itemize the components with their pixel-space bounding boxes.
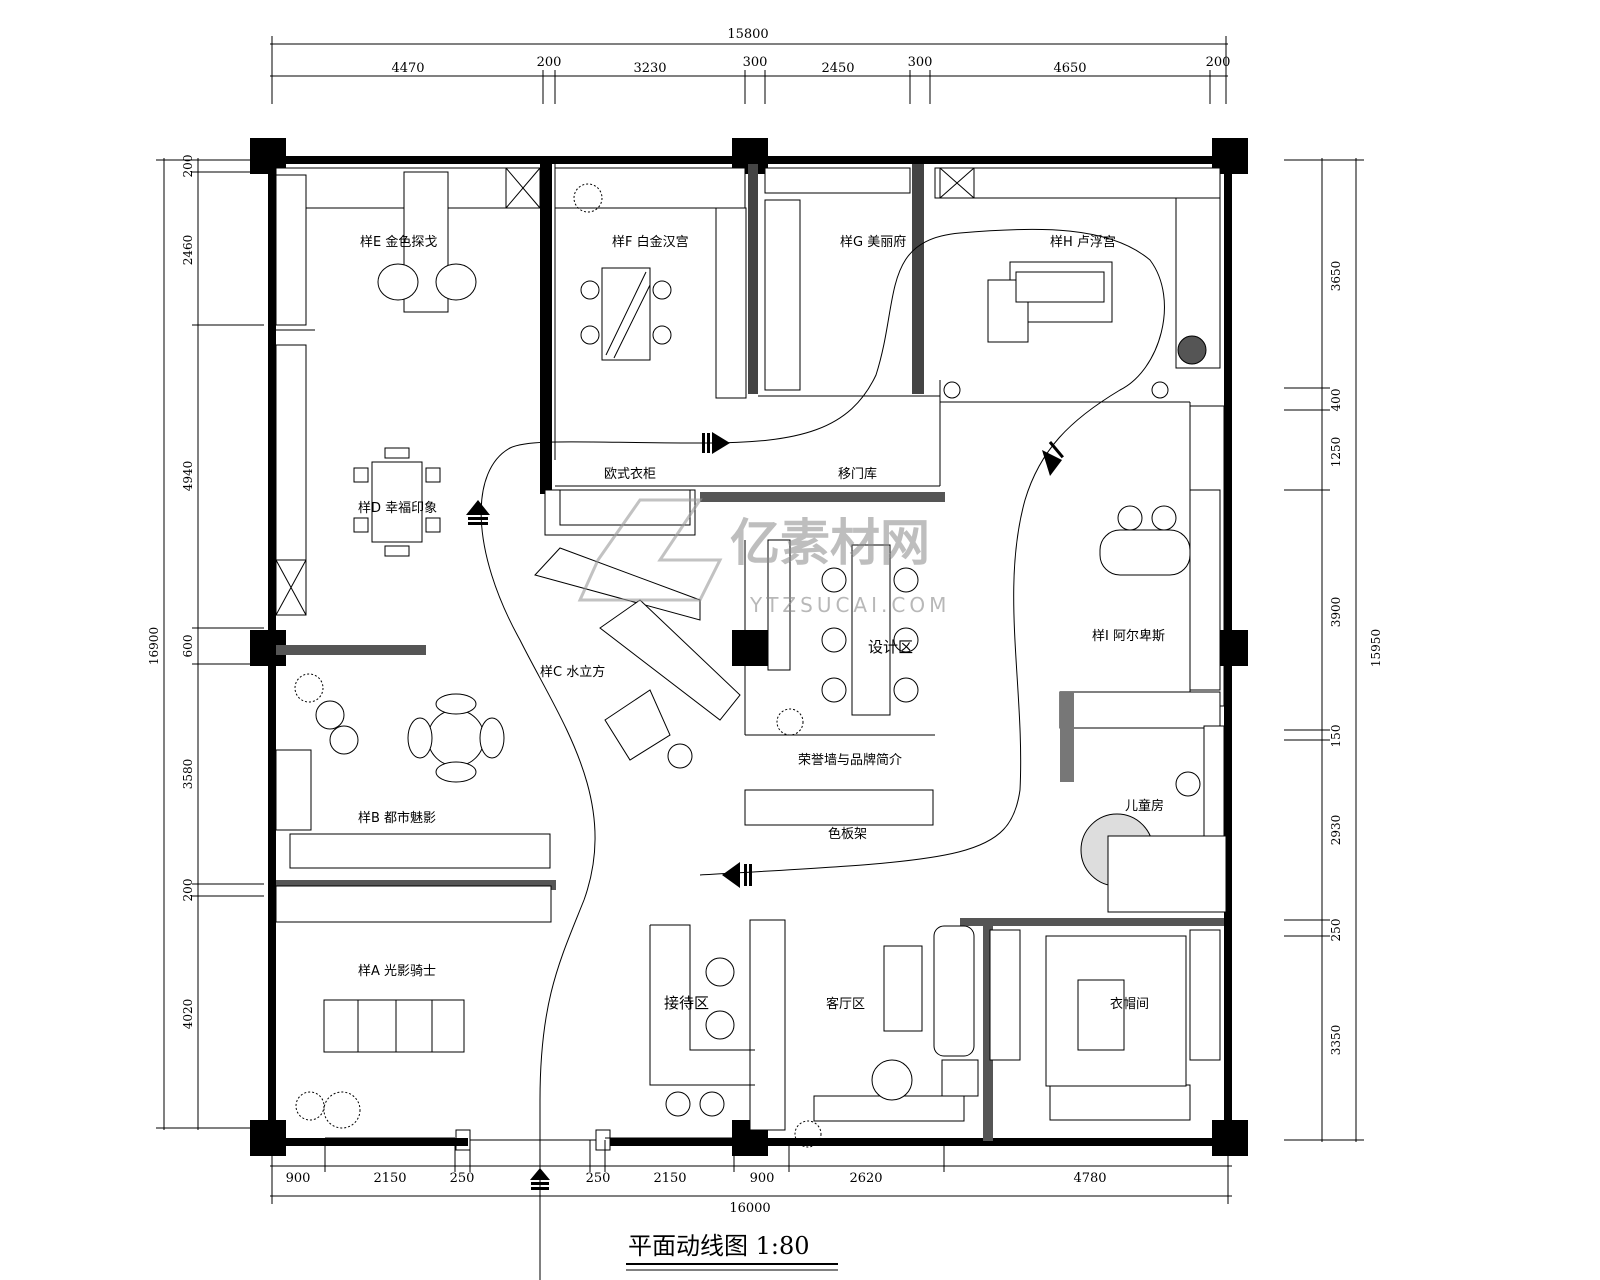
bottom-dim-5: 2150	[653, 1171, 686, 1186]
top-dim-4: 300	[743, 55, 768, 70]
watermark-sub: YTZSUCAI.COM	[749, 593, 950, 617]
room-label-e: 样E 金色探戈	[360, 234, 437, 250]
right-dim-3: 1250	[1329, 437, 1343, 468]
bottom-dimension-chain: 900 2150 250 250 2150 900 2620 4780 1600…	[270, 1140, 1232, 1216]
right-dim-5: 150	[1329, 725, 1343, 748]
left-dim-7: 4020	[181, 999, 195, 1030]
top-dim-8: 200	[1206, 55, 1231, 70]
watermark-main: 亿素材网	[730, 514, 930, 572]
room-label-h: 样H 卢浮宫	[1050, 234, 1116, 250]
bottom-total-dim: 16000	[729, 1201, 770, 1216]
room-label-lounge: 客厅区	[826, 996, 865, 1012]
room-label-d: 样D 幸福印象	[358, 501, 437, 516]
top-total-dim: 15800	[727, 27, 768, 42]
left-dim-5: 3580	[181, 759, 195, 790]
left-total-dim: 16900	[147, 627, 161, 665]
bottom-dim-7: 2620	[849, 1171, 882, 1186]
circulation-path	[466, 228, 1165, 1280]
top-dim-3: 3230	[633, 61, 666, 76]
flow-arrow	[1042, 441, 1064, 476]
left-dim-3: 4940	[181, 461, 195, 492]
flow-arrow	[722, 862, 752, 888]
room-label-reception: 接待区	[664, 994, 709, 1012]
left-dim-4: 600	[181, 635, 195, 658]
room-label-color-rack: 色板架	[828, 826, 867, 842]
room-label-i: 样I 阿尔卑斯	[1092, 628, 1165, 644]
top-dim-5: 2450	[821, 61, 854, 76]
room-label-b: 样B 都市魅影	[358, 810, 436, 826]
right-dim-7: 250	[1329, 919, 1343, 942]
cabinets	[275, 167, 1225, 1122]
top-dim-7: 4650	[1053, 61, 1086, 76]
room-label-cloak: 衣帽间	[1110, 996, 1149, 1012]
room-label-honor: 荣誉墙与品牌简介	[798, 752, 902, 768]
flow-arrow	[702, 432, 730, 454]
right-dim-2: 400	[1329, 389, 1343, 412]
room-label-wardrobe: 欧式衣柜	[604, 466, 656, 482]
furniture	[294, 171, 1227, 1148]
flow-arrow	[466, 500, 490, 525]
top-dim-2: 200	[537, 55, 562, 70]
top-dim-1: 4470	[391, 61, 424, 76]
right-total-dim: 15950	[1369, 629, 1383, 667]
right-dim-8: 3350	[1329, 1025, 1343, 1056]
outer-walls	[250, 138, 1248, 1156]
column	[1212, 1120, 1248, 1156]
room-label-g-top: 样G 美丽府	[840, 235, 906, 250]
room-label-kids: 儿童房	[1125, 798, 1164, 814]
right-dim-4: 3900	[1329, 597, 1343, 628]
left-dim-6: 200	[181, 879, 195, 902]
column	[732, 630, 768, 666]
drawing-title-text: 平面动线图 1:80	[628, 1232, 810, 1260]
right-dim-1: 3650	[1329, 261, 1343, 292]
room-labels: 样E 金色探戈 样F 白金汉宫 样G 美丽府 样H 卢浮宫 样D 幸福印象 欧式…	[358, 234, 1165, 1012]
drawing-title: 平面动线图 1:80	[626, 1232, 838, 1271]
bottom-dim-6: 900	[750, 1171, 775, 1186]
bottom-dim-4: 250	[586, 1171, 611, 1186]
flow-arrow	[530, 1168, 550, 1190]
room-label-a: 样A 光影骑士	[358, 964, 436, 979]
right-dimension-chain: 3650 400 1250 3900 150 2930 250 3350 159…	[1284, 158, 1383, 1142]
left-dim-2: 2460	[181, 235, 195, 266]
right-dim-6: 2930	[1329, 815, 1343, 846]
left-dim-1: 200	[181, 155, 195, 178]
room-label-f: 样F 白金汉宫	[612, 234, 689, 250]
bottom-dim-1: 900	[286, 1171, 311, 1186]
watermark: 亿素材网 YTZSUCAI.COM	[577, 498, 950, 617]
left-dimension-chain: 200 2460 4940 600 3580 200 4020 16900	[147, 155, 264, 1130]
bottom-dim-3: 250	[450, 1171, 475, 1186]
room-label-sliding: 移门库	[838, 466, 877, 482]
bottom-dim-2: 2150	[373, 1171, 406, 1186]
top-dimension-chain: 15800 4470 200 3230 300 2450 300 4650 20…	[270, 27, 1230, 104]
column	[250, 1120, 286, 1156]
room-label-c: 样C 水立方	[540, 664, 605, 680]
bottom-dim-8: 4780	[1073, 1171, 1106, 1186]
top-dim-6: 300	[908, 55, 933, 70]
room-label-design: 设计区	[868, 638, 913, 656]
